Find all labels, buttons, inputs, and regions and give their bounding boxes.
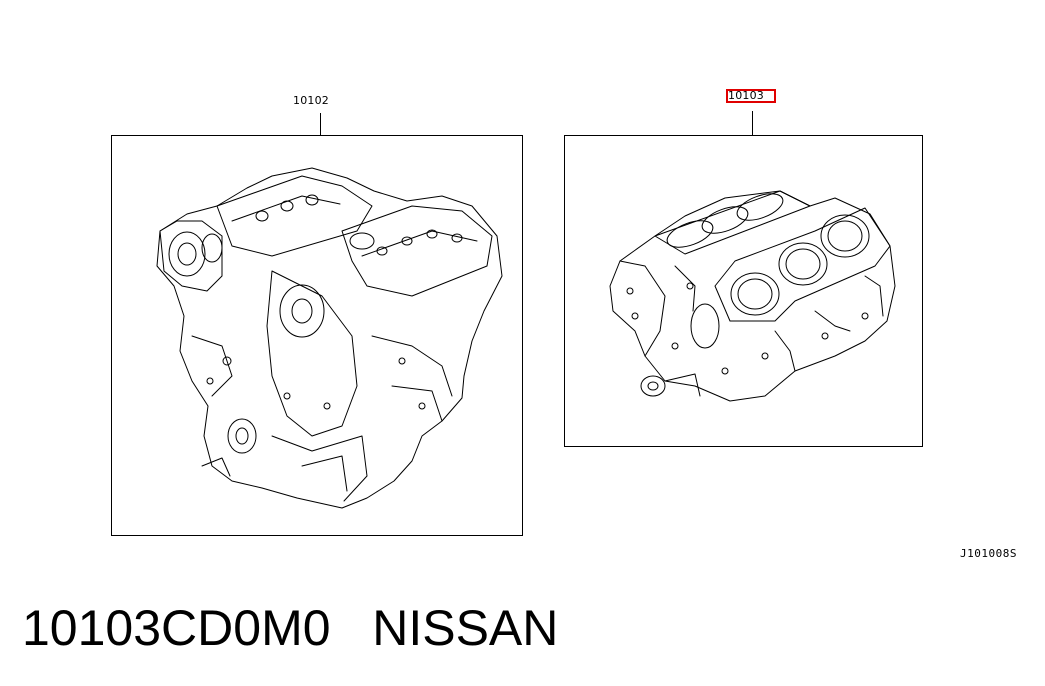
part-title: 10103CD0M0 NISSAN — [22, 598, 558, 658]
brand-name: NISSAN — [372, 600, 559, 656]
callout-highlight-box — [726, 89, 776, 103]
part-number: 10103CD0M0 — [22, 600, 331, 656]
leader-line-10102 — [320, 113, 321, 135]
parts-diagram: 10102 — [111, 89, 1017, 560]
diagram-reference-code: J101008S — [960, 547, 1017, 560]
short-block-panel — [564, 135, 923, 447]
short-block-drawing — [609, 190, 896, 402]
engine-assembly-drawing — [156, 167, 503, 509]
leader-line-10103 — [752, 111, 753, 135]
engine-assembly-panel — [111, 135, 523, 536]
callout-10102[interactable]: 10102 — [293, 94, 329, 107]
callout-10103[interactable]: 10103 — [728, 89, 764, 102]
